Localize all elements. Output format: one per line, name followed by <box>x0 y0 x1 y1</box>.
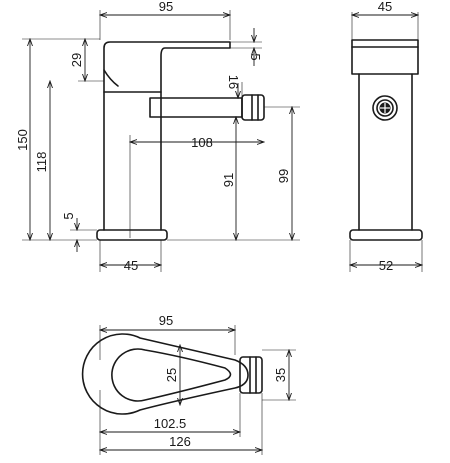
front-body-height-label: 118 <box>34 152 49 173</box>
front-spout-height-outer-label: 99 <box>276 169 291 183</box>
plan-reach-label: 102.5 <box>154 416 187 431</box>
plan-overall-length-label: 126 <box>169 434 191 449</box>
front-spout-dim-label: 16 <box>226 75 241 89</box>
plan-view: 95 25 35 102.5 126 <box>81 313 296 455</box>
front-width-top-label: 95 <box>159 0 173 14</box>
side-view: 45 52 <box>350 0 422 273</box>
plan-view-dimensions: 95 25 35 102.5 126 <box>100 313 296 455</box>
side-width-top-label: 45 <box>378 0 392 14</box>
side-view-dimensions: 45 52 <box>350 0 422 273</box>
front-spout-reach-label: 108 <box>191 135 213 150</box>
front-total-height-label: 150 <box>15 129 30 151</box>
plan-view-outline <box>81 333 263 415</box>
front-lever-height-label: 29 <box>69 53 84 67</box>
front-spout-height-inner-label: 91 <box>221 173 236 187</box>
front-base-thickness-label: 5 <box>61 212 76 219</box>
plan-outlet-width-label: 35 <box>273 368 288 382</box>
front-view-dimensions: 95 150 29 118 5 5 <box>15 0 300 273</box>
front-view: 95 150 29 118 5 5 <box>15 0 300 273</box>
side-base-width-label: 52 <box>379 258 393 273</box>
plan-width-top-label: 95 <box>159 313 173 328</box>
front-view-outline <box>96 41 265 241</box>
plan-lever-width-label: 25 <box>164 368 179 382</box>
front-base-width-label: 45 <box>124 258 138 273</box>
front-lever-gap-label: 5 <box>248 53 263 60</box>
side-view-outline <box>349 39 423 241</box>
